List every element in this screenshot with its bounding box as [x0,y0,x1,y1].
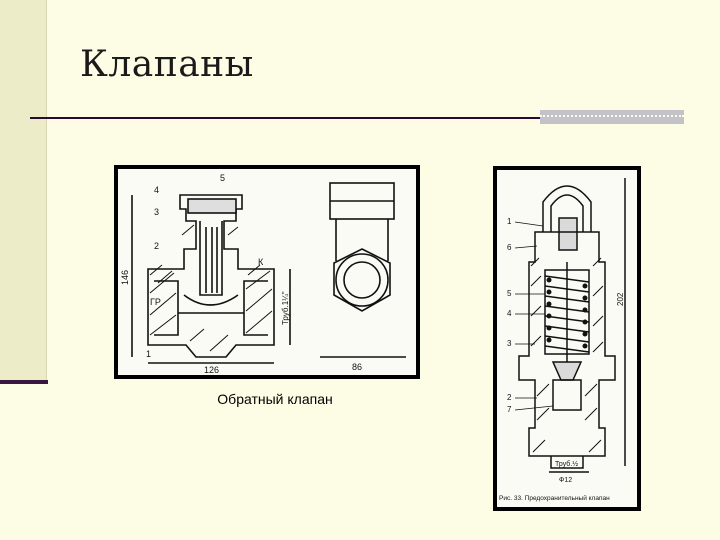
check-label-gr: ГР [150,297,161,307]
safety-dim-pipe: Труб.½ [555,460,578,468]
check-valve-caption: Обратный клапан [217,391,333,407]
safety-label-7: 7 [507,405,512,414]
safety-figure-caption: Рис. 33. Предохранительный клапан [499,494,610,502]
check-valve-drawing: 5 4 3 2 К ГР 1 146 126 86 Труб.1¼" [114,165,420,379]
left-accent-foot [0,380,48,384]
check-valve-svg: 5 4 3 2 К ГР 1 146 126 86 Труб.1¼" [118,169,416,375]
check-label-4: 4 [154,185,159,195]
check-label-2: 2 [154,241,159,251]
safety-label-5: 5 [507,289,512,298]
check-dim-146: 146 [120,270,130,285]
left-accent-band [0,0,47,382]
safety-label-2: 2 [507,393,512,402]
title-divider [30,117,540,119]
safety-valve-drawing: 1 6 5 4 3 2 7 202 Труб.½ Ф12 Рис. 33. Пр… [493,166,641,511]
check-dim-pipe: Труб.1¼" [281,291,290,325]
check-label-1: 1 [146,349,151,359]
slide-title: Клапаны [80,44,254,85]
check-label-3: 3 [154,207,159,217]
check-label-k: К [258,257,264,267]
safety-label-3: 3 [507,339,512,348]
safety-label-6: 6 [507,243,512,252]
check-dim-86: 86 [352,362,362,372]
safety-dim-202: 202 [616,292,625,306]
safety-label-1: 1 [507,217,512,226]
safety-valve-svg: 1 6 5 4 3 2 7 202 Труб.½ Ф12 Рис. 33. Пр… [497,170,637,507]
check-label-5: 5 [220,173,225,183]
check-dim-126: 126 [204,365,219,375]
safety-dim-f12: Ф12 [559,477,572,484]
safety-label-4: 4 [507,309,512,318]
title-accent-bar [540,110,684,124]
